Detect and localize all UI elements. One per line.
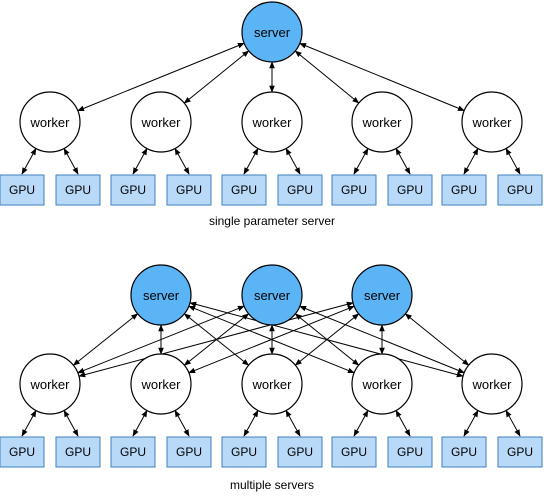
bottom-gpu-box-3b (277, 436, 323, 468)
bottom-worker-node-5 (461, 353, 523, 415)
top-edge-server1-worker2 (183, 50, 250, 104)
top-edge-worker3-gpu-right (285, 147, 301, 175)
bottom-edge-worker2-gpu-right (174, 409, 190, 437)
bottom-gpu-box-2b (166, 436, 212, 468)
top-worker-node-2 (130, 91, 192, 153)
bottom-edge-worker4-gpu-left (353, 409, 369, 437)
bottom-gpu-box-4b-label: GPU (396, 445, 423, 459)
top-edge-server1-worker5 (299, 42, 465, 112)
top-edge-worker2-gpu-right (174, 147, 190, 175)
bottom-gpu-box-2b-label: GPU (175, 445, 202, 459)
bottom-worker-node-1-label: worker (30, 376, 70, 392)
bottom-edge-worker4-gpu-right (395, 409, 411, 437)
top-edge-worker4-gpu-left (353, 147, 369, 175)
top-worker-node-3 (241, 91, 303, 153)
bottom-server-node-1-label: server (142, 287, 180, 303)
caption-multiple-servers: multiple servers (229, 478, 315, 492)
top-edge-worker1-gpu-left (21, 147, 37, 175)
bottom-edge-worker2-gpu-left (132, 409, 148, 437)
bottom-worker-node-4 (351, 353, 413, 415)
top-gpu-box-2b (166, 174, 212, 206)
bottom-gpu-box-4a (331, 436, 377, 468)
top-gpu-box-1a (0, 174, 45, 206)
top-gpu-box-5a-label: GPU (450, 183, 477, 197)
bottom-worker-node-3 (241, 353, 303, 415)
top-gpu-box-4a (331, 174, 377, 206)
top-worker-node-1 (19, 91, 81, 153)
bottom-worker-node-4-label: worker (362, 376, 402, 392)
bottom-worker-node-1 (19, 353, 81, 415)
top-worker-node-5-label: worker (472, 114, 512, 130)
top-gpu-box-4a-label: GPU (340, 183, 367, 197)
bottom-gpu-box-3b-label: GPU (286, 445, 313, 459)
top-edge-worker5-gpu-left (463, 147, 479, 175)
bottom-gpu-box-1b (55, 436, 101, 468)
bottom-gpu-box-5b (497, 436, 543, 468)
bottom-worker-node-2 (130, 353, 192, 415)
bottom-edge-worker5-gpu-right (505, 409, 521, 437)
bottom-gpu-box-5a-label: GPU (450, 445, 477, 459)
bottom-edge-worker1-gpu-left (21, 409, 37, 437)
bottom-gpu-box-5a (441, 436, 487, 468)
top-worker-node-3-label: worker (252, 114, 292, 130)
bottom-edge-worker3-gpu-left (243, 409, 259, 437)
bottom-server-node-1 (130, 264, 192, 326)
bottom-server-node-3 (351, 264, 413, 326)
top-gpu-box-5b-label: GPU (506, 183, 533, 197)
bottom-worker-node-2-label: worker (141, 376, 181, 392)
bottom-gpu-box-2a (110, 436, 156, 468)
bottom-gpu-box-3a-label: GPU (230, 445, 257, 459)
bottom-gpu-box-4b (387, 436, 433, 468)
top-gpu-box-4b (387, 174, 433, 206)
top-edge-worker3-gpu-left (243, 147, 259, 175)
bottom-worker-node-5-label: worker (472, 376, 512, 392)
top-gpu-box-1b-label: GPU (64, 183, 91, 197)
caption-single-parameter-server: single parameter server (208, 214, 336, 228)
bottom-edge-worker5-gpu-left (463, 409, 479, 437)
top-server-node-1-label: server (253, 24, 291, 40)
bottom-edge-server3-worker5 (404, 313, 470, 366)
bottom-edge-worker1-gpu-right (63, 409, 79, 437)
bottom-edge-worker3-gpu-right (285, 409, 301, 437)
top-worker-node-1-label: worker (30, 114, 70, 130)
top-gpu-box-3b (277, 174, 323, 206)
top-gpu-box-2a-label: GPU (119, 183, 146, 197)
bottom-gpu-box-2a-label: GPU (119, 445, 146, 459)
top-worker-node-4 (351, 91, 413, 153)
top-edge-worker1-gpu-right (63, 147, 79, 175)
top-worker-node-2-label: worker (141, 114, 181, 130)
bottom-gpu-box-1a (0, 436, 45, 468)
top-gpu-box-5a (441, 174, 487, 206)
top-gpu-box-1a-label: GPU (8, 183, 35, 197)
bottom-gpu-box-1a-label: GPU (8, 445, 35, 459)
top-server-node-1 (241, 1, 303, 63)
top-edge-worker5-gpu-right (505, 147, 521, 175)
top-gpu-box-5b (497, 174, 543, 206)
bottom-worker-node-3-label: worker (252, 376, 292, 392)
top-gpu-box-2a (110, 174, 156, 206)
bottom-server-node-3-label: server (363, 287, 401, 303)
top-worker-node-4-label: worker (362, 114, 402, 130)
bottom-gpu-box-3a (221, 436, 267, 468)
top-gpu-box-4b-label: GPU (396, 183, 423, 197)
top-gpu-box-2b-label: GPU (175, 183, 202, 197)
top-edge-worker4-gpu-right (395, 147, 411, 175)
bottom-gpu-box-5b-label: GPU (506, 445, 533, 459)
top-edge-worker2-gpu-left (132, 147, 148, 175)
top-gpu-box-3a-label: GPU (230, 183, 257, 197)
bottom-server-node-2-label: server (253, 287, 291, 303)
top-worker-node-5 (461, 91, 523, 153)
top-gpu-box-3a (221, 174, 267, 206)
bottom-gpu-box-1b-label: GPU (64, 445, 91, 459)
bottom-server-node-2 (241, 264, 303, 326)
top-gpu-box-3b-label: GPU (286, 183, 313, 197)
bottom-gpu-box-4a-label: GPU (340, 445, 367, 459)
bottom-edge-server3-worker3 (294, 313, 360, 366)
top-gpu-box-1b (55, 174, 101, 206)
